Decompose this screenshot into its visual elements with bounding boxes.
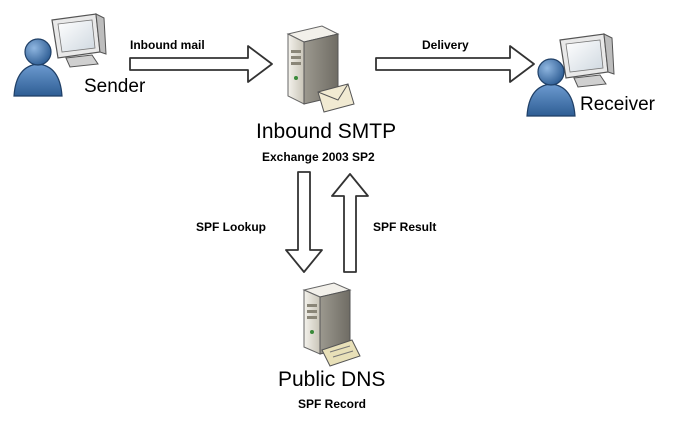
inbound-smtp-label: Inbound SMTP xyxy=(256,120,397,143)
inbound-mail-arrow xyxy=(129,45,273,83)
sender-label: Sender xyxy=(84,76,146,97)
receiver-computer-icon xyxy=(559,33,615,88)
spf-result-arrow xyxy=(331,173,369,273)
inbound-mail-label: Inbound mail xyxy=(130,38,205,52)
receiver-label: Receiver xyxy=(580,94,655,115)
delivery-arrow xyxy=(375,45,535,83)
record-card-icon xyxy=(321,339,361,367)
public-dns-server-icon xyxy=(302,282,352,355)
envelope-icon xyxy=(317,83,355,113)
inbound-smtp-sublabel: Exchange 2003 SP2 xyxy=(262,150,375,164)
public-dns-label: Public DNS xyxy=(278,368,386,391)
spf-lookup-label: SPF Lookup xyxy=(196,220,266,234)
receiver-user-icon xyxy=(526,58,576,117)
delivery-label: Delivery xyxy=(422,38,469,52)
public-dns-sublabel: SPF Record xyxy=(298,397,367,411)
sender-computer-icon xyxy=(51,13,107,68)
spf-result-label: SPF Result xyxy=(373,220,437,234)
spf-lookup-arrow xyxy=(285,171,323,273)
sender-user-icon xyxy=(13,38,63,97)
